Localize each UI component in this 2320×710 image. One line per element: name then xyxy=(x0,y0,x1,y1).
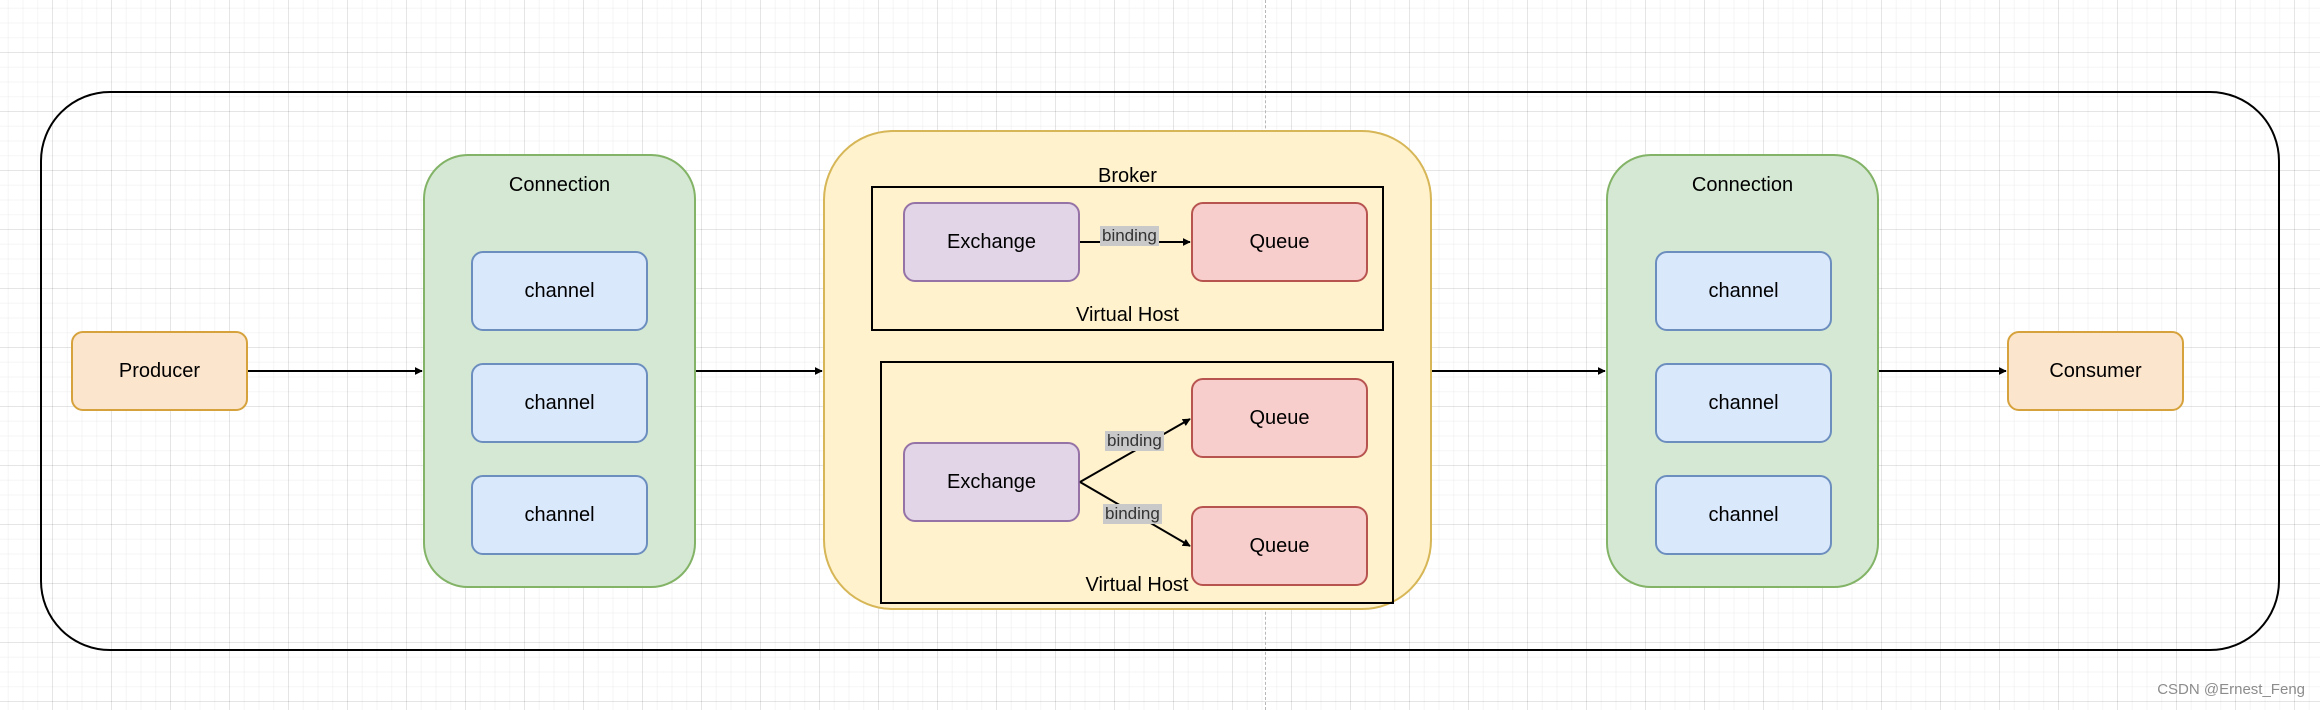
queue-node-2a[interactable]: Queue xyxy=(1191,378,1368,458)
queue-node-1[interactable]: Queue xyxy=(1191,202,1368,282)
watermark: CSDN @Ernest_Feng xyxy=(2157,681,2305,698)
system-boundary[interactable] xyxy=(40,91,2280,651)
connection-right-title: Connection xyxy=(1691,174,1794,196)
consumer-label: Consumer xyxy=(2049,359,2142,382)
queue-label: Queue xyxy=(1249,230,1310,253)
virtual-host-1-label: Virtual Host xyxy=(1075,304,1179,326)
channel-left-3[interactable]: channel xyxy=(471,475,648,555)
exchange-node-1[interactable]: Exchange xyxy=(903,202,1080,282)
exchange-node-2[interactable]: Exchange xyxy=(903,442,1080,522)
binding-label-2a: binding xyxy=(1105,431,1164,451)
channel-right-2[interactable]: channel xyxy=(1655,363,1832,443)
channel-label: channel xyxy=(524,391,595,414)
queue-label: Queue xyxy=(1249,534,1310,557)
channel-label: channel xyxy=(1708,391,1779,414)
exchange-label: Exchange xyxy=(947,470,1036,493)
virtual-host-2-label: Virtual Host xyxy=(1085,574,1189,596)
producer-node[interactable]: Producer xyxy=(71,331,248,411)
channel-label: channel xyxy=(1708,279,1779,302)
channel-right-3[interactable]: channel xyxy=(1655,475,1832,555)
queue-node-2b[interactable]: Queue xyxy=(1191,506,1368,586)
consumer-node[interactable]: Consumer xyxy=(2007,331,2184,411)
channel-label: channel xyxy=(1708,503,1779,526)
queue-label: Queue xyxy=(1249,406,1310,429)
channel-right-1[interactable]: channel xyxy=(1655,251,1832,331)
binding-label-1: binding xyxy=(1100,226,1159,246)
virtual-host-1[interactable]: Virtual Host xyxy=(871,186,1384,331)
channel-label: channel xyxy=(524,279,595,302)
connection-left-title: Connection xyxy=(508,174,611,196)
channel-left-1[interactable]: channel xyxy=(471,251,648,331)
binding-label-2b: binding xyxy=(1103,504,1162,524)
channel-left-2[interactable]: channel xyxy=(471,363,648,443)
broker-title: Broker xyxy=(1098,165,1157,187)
producer-label: Producer xyxy=(118,359,201,382)
channel-label: channel xyxy=(524,503,595,526)
virtual-host-2[interactable]: Virtual Host xyxy=(880,361,1394,604)
exchange-label: Exchange xyxy=(947,230,1036,253)
